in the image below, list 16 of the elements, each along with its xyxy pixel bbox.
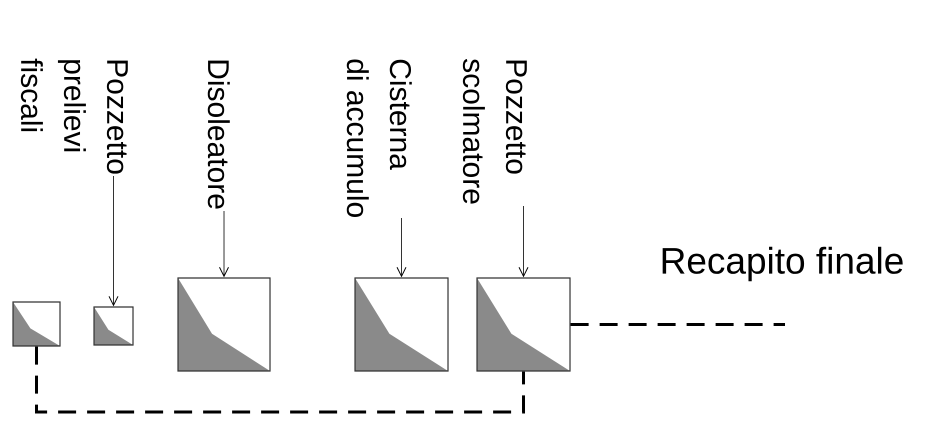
pipe-line: [35, 346, 525, 414]
leader-line: [219, 210, 229, 278]
tank-box: [93, 306, 134, 346]
part-label: Cisterna di accumulo: [346, 59, 412, 217]
pipe-line: [570, 323, 785, 326]
leader-line: [396, 218, 406, 278]
outlet-label: Recapito finale: [662, 246, 903, 282]
part-label: Pozzetto scolmatore: [462, 59, 527, 204]
part-label: Pozzetto prelievi fiscali: [20, 58, 128, 174]
tank-box: [354, 277, 449, 372]
tank-box: [476, 277, 571, 372]
tank-box: [177, 277, 271, 372]
leader-line: [108, 176, 118, 306]
tank-box: [12, 301, 61, 347]
leader-line: [518, 206, 528, 278]
part-label: Disoleatore: [208, 60, 230, 209]
